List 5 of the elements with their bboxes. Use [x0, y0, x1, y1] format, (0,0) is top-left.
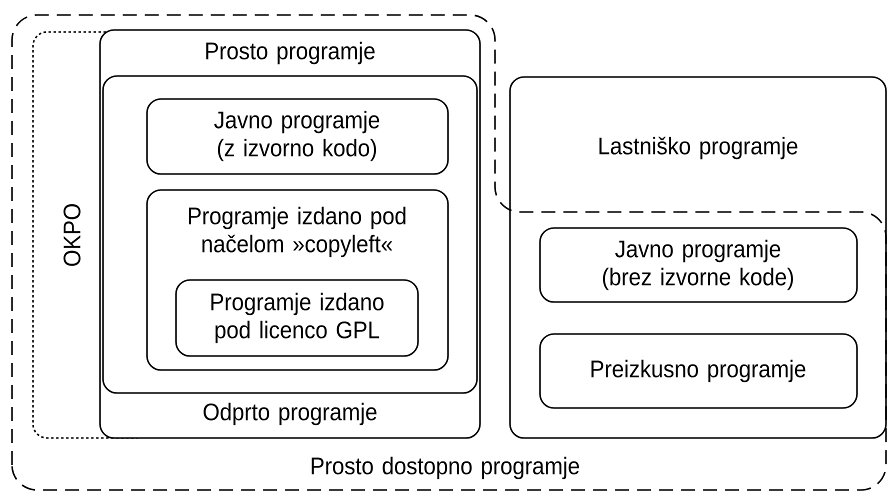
category-box: Javno programje (z izvorno kodo): [146, 98, 449, 175]
category-box: Preizkusno programje: [539, 333, 858, 409]
category-box: Programje izdano pod licenco GPL: [175, 279, 419, 357]
category-box: Javno programje (brez izvorne kode): [539, 227, 858, 303]
category-box: [102, 75, 478, 394]
